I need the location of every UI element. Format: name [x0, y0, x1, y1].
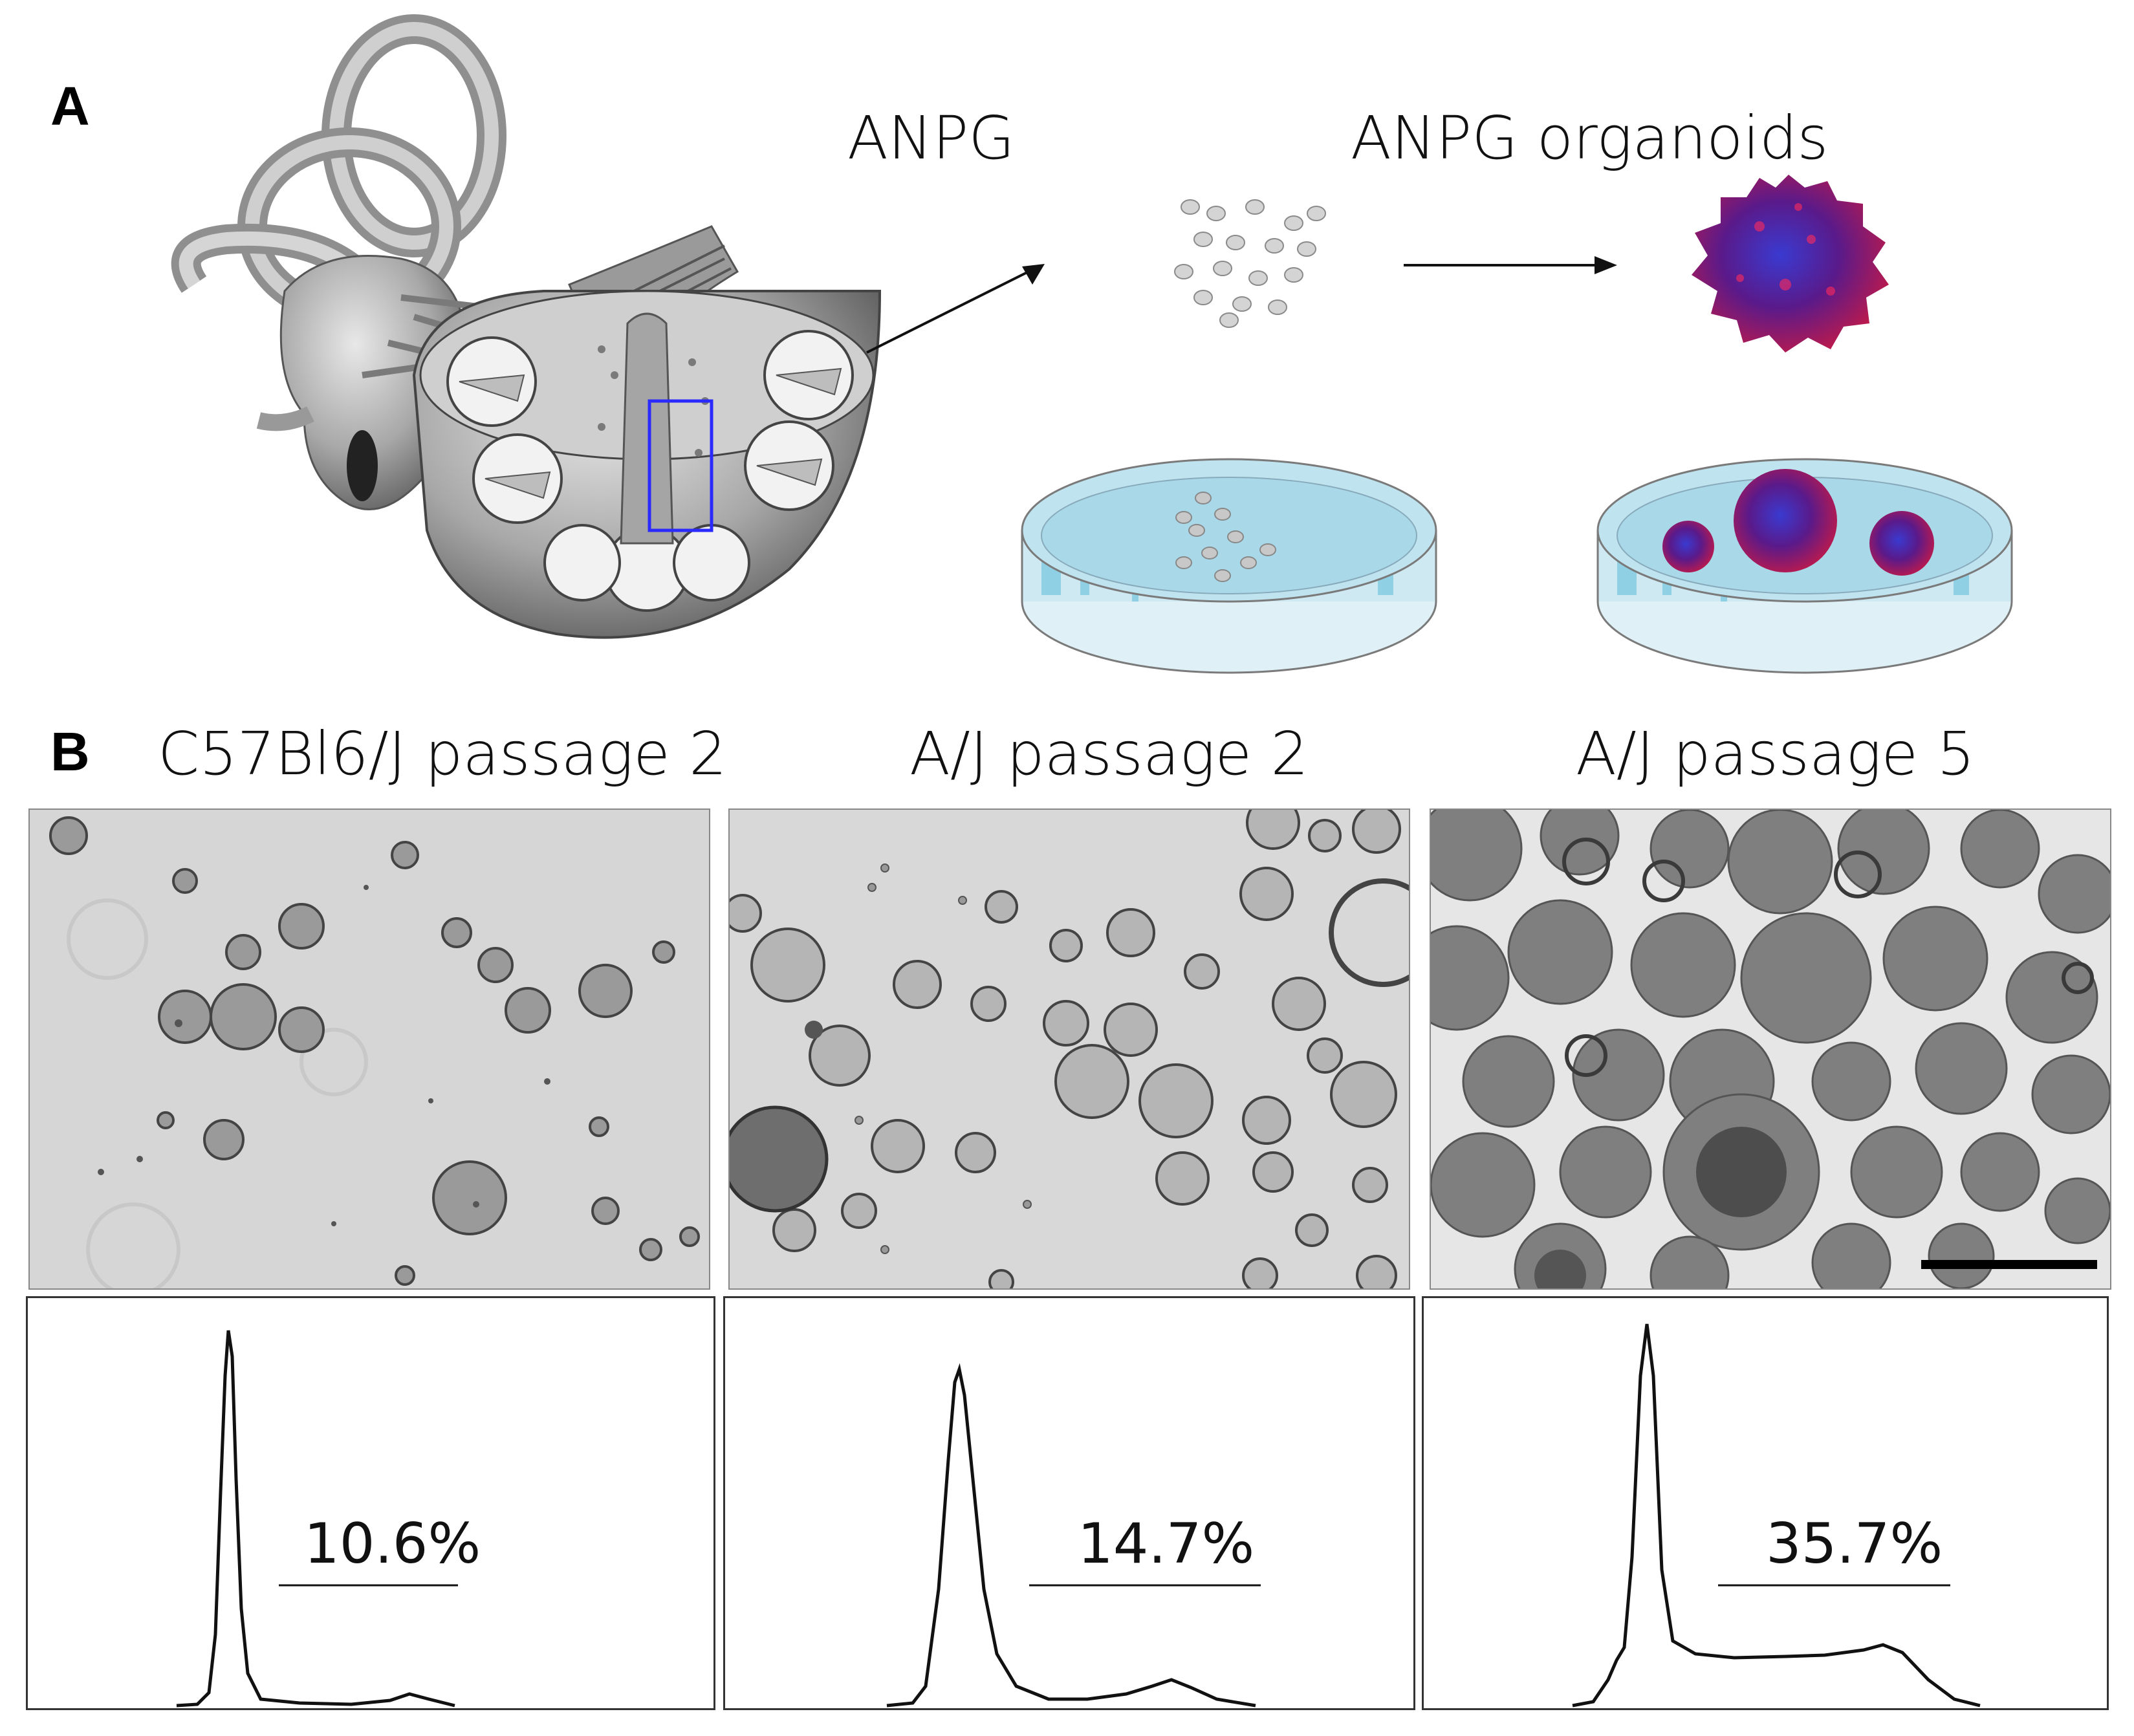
organoid-sphere-icon: [1692, 175, 1889, 353]
histogram-plot: [176, 1330, 458, 1708]
caption-aj-p2: A/J passage 2: [909, 719, 1309, 788]
petri-dish-cells-icon: [1021, 458, 1437, 674]
petri-dish-organoids-icon: [1596, 458, 2013, 674]
panel-letter-a: A: [50, 76, 90, 136]
caption-c57bl6-p2: C57Bl6/J passage 2: [158, 719, 727, 788]
scale-bar: [1921, 1260, 2097, 1269]
anpg-organoids-label: ANPG organoids: [1351, 103, 1829, 173]
panel-letter-b: B: [50, 721, 90, 782]
dissociated-cells-icon: [1174, 199, 1326, 328]
micrograph-c57bl6-p2: [28, 808, 710, 1290]
gate-label-2: 14.7%: [1078, 1512, 1255, 1576]
caption-aj-p5: A/J passage 5: [1576, 719, 1975, 788]
arrow-to-anpg-icon: [866, 264, 1045, 354]
gate-label-3: 35.7%: [1766, 1512, 1943, 1576]
histogram-aj-p2: [723, 1296, 1415, 1710]
histogram-c57bl6-p2: [26, 1296, 715, 1710]
highlight-box: [648, 399, 713, 532]
micrograph-aj-p5: [1430, 808, 2111, 1290]
histogram-plot: [1572, 1323, 1981, 1708]
anpg-label: ANPG: [847, 103, 1015, 173]
histogram-aj-p5: [1422, 1296, 2109, 1710]
arrow-to-organoids-icon: [1404, 256, 1617, 274]
histogram-plot: [886, 1363, 1261, 1708]
micrograph-aj-p2: [728, 808, 1410, 1290]
inner-ear-icon: [171, 14, 882, 639]
gate-label-1: 10.6%: [304, 1512, 481, 1576]
